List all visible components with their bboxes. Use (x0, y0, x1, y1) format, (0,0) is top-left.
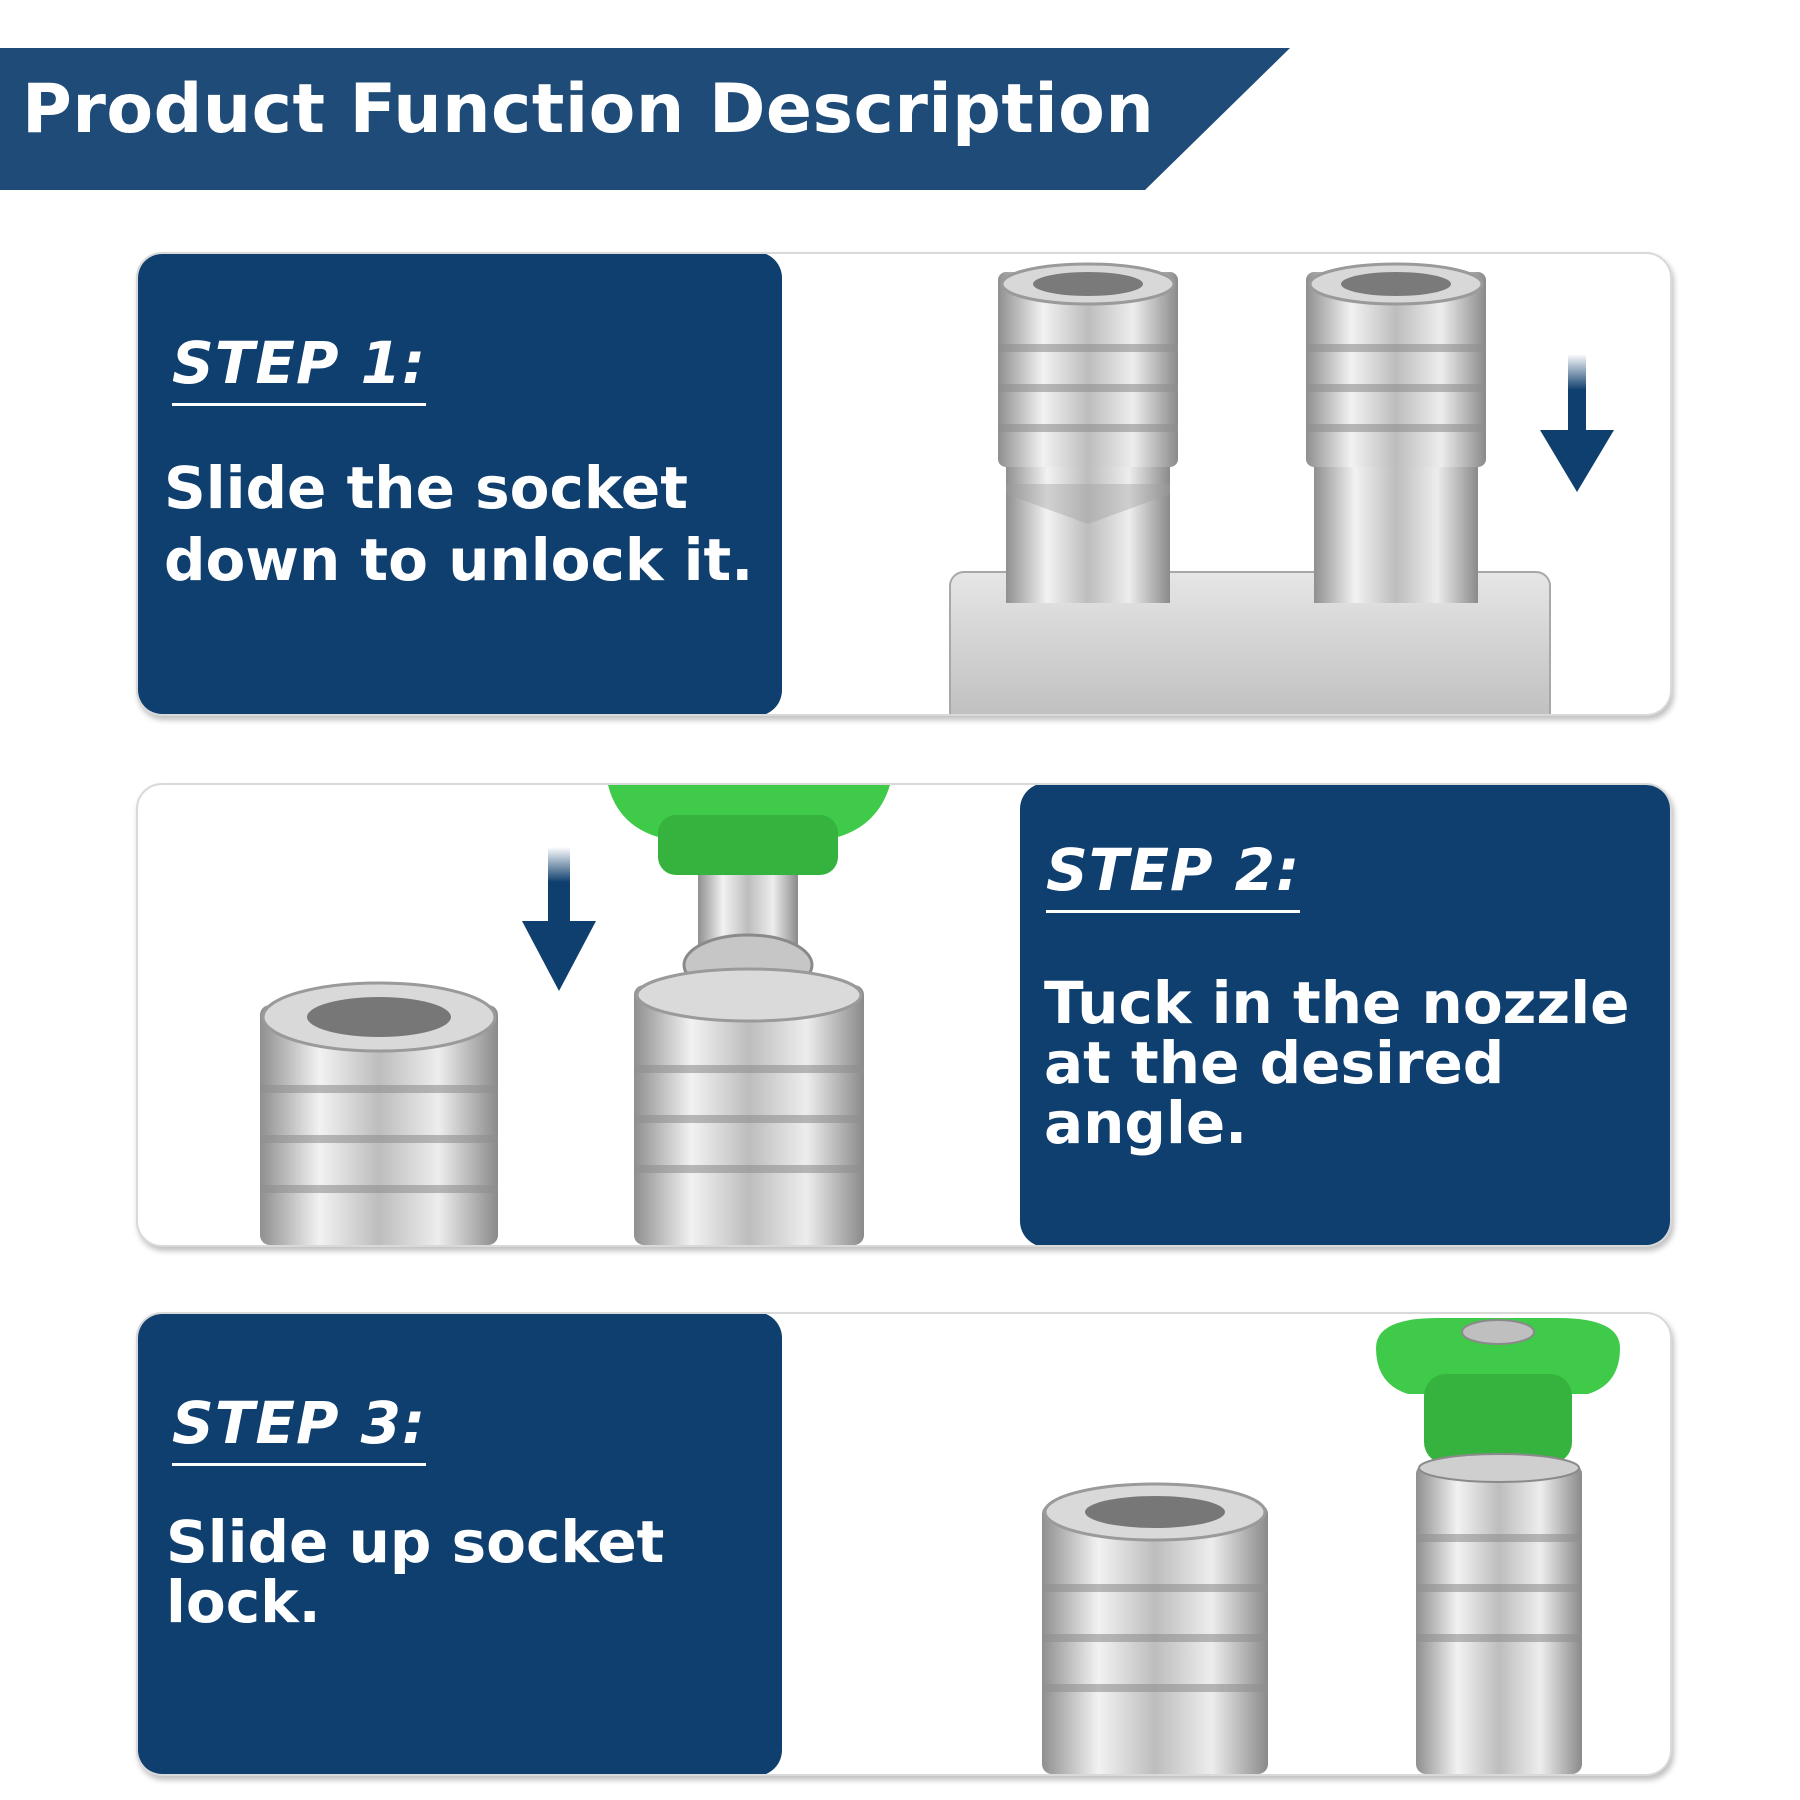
nozzle-and-socket (608, 785, 890, 1245)
step-3-text: Slide up socket lock. (166, 1508, 665, 1636)
nozzle-and-socket (1376, 1318, 1620, 1774)
step-1-heading: STEP 1: (172, 330, 427, 406)
socket-right (1306, 262, 1486, 603)
down-arrow-icon (1540, 354, 1614, 492)
step-3-heading: STEP 3: (172, 1390, 427, 1466)
step-2-text: Tuck in the nozzle at the desired angle. (1044, 969, 1630, 1157)
step-2-illustration (260, 785, 890, 1245)
down-arrow-icon (522, 847, 596, 991)
step-2-panel: STEP 2: Tuck in the nozzle at the desire… (1020, 785, 1670, 1245)
manifold-block (949, 571, 1551, 714)
step-1-text: Slide the socket down to unlock it. (164, 454, 754, 594)
socket-left (260, 981, 498, 1245)
step-2-card: STEP 2: Tuck in the nozzle at the desire… (136, 783, 1672, 1247)
step-1-panel: STEP 1: Slide the socket down to unlock … (138, 254, 782, 714)
step-1-illustration (949, 262, 1614, 714)
step-3-illustration (1042, 1318, 1620, 1774)
step-2-heading: STEP 2: (1046, 837, 1301, 913)
socket-left (1042, 1482, 1268, 1774)
step-1-card: STEP 1: Slide the socket down to unlock … (136, 252, 1672, 716)
page-title: Product Function Description (22, 70, 1155, 149)
header-banner: Product Function Description (0, 48, 1290, 190)
header-banner-shape (0, 48, 1290, 190)
step-3-panel: STEP 3: Slide up socket lock. (138, 1314, 782, 1774)
step-3-card: STEP 3: Slide up socket lock. (136, 1312, 1672, 1776)
socket-left (998, 262, 1178, 603)
